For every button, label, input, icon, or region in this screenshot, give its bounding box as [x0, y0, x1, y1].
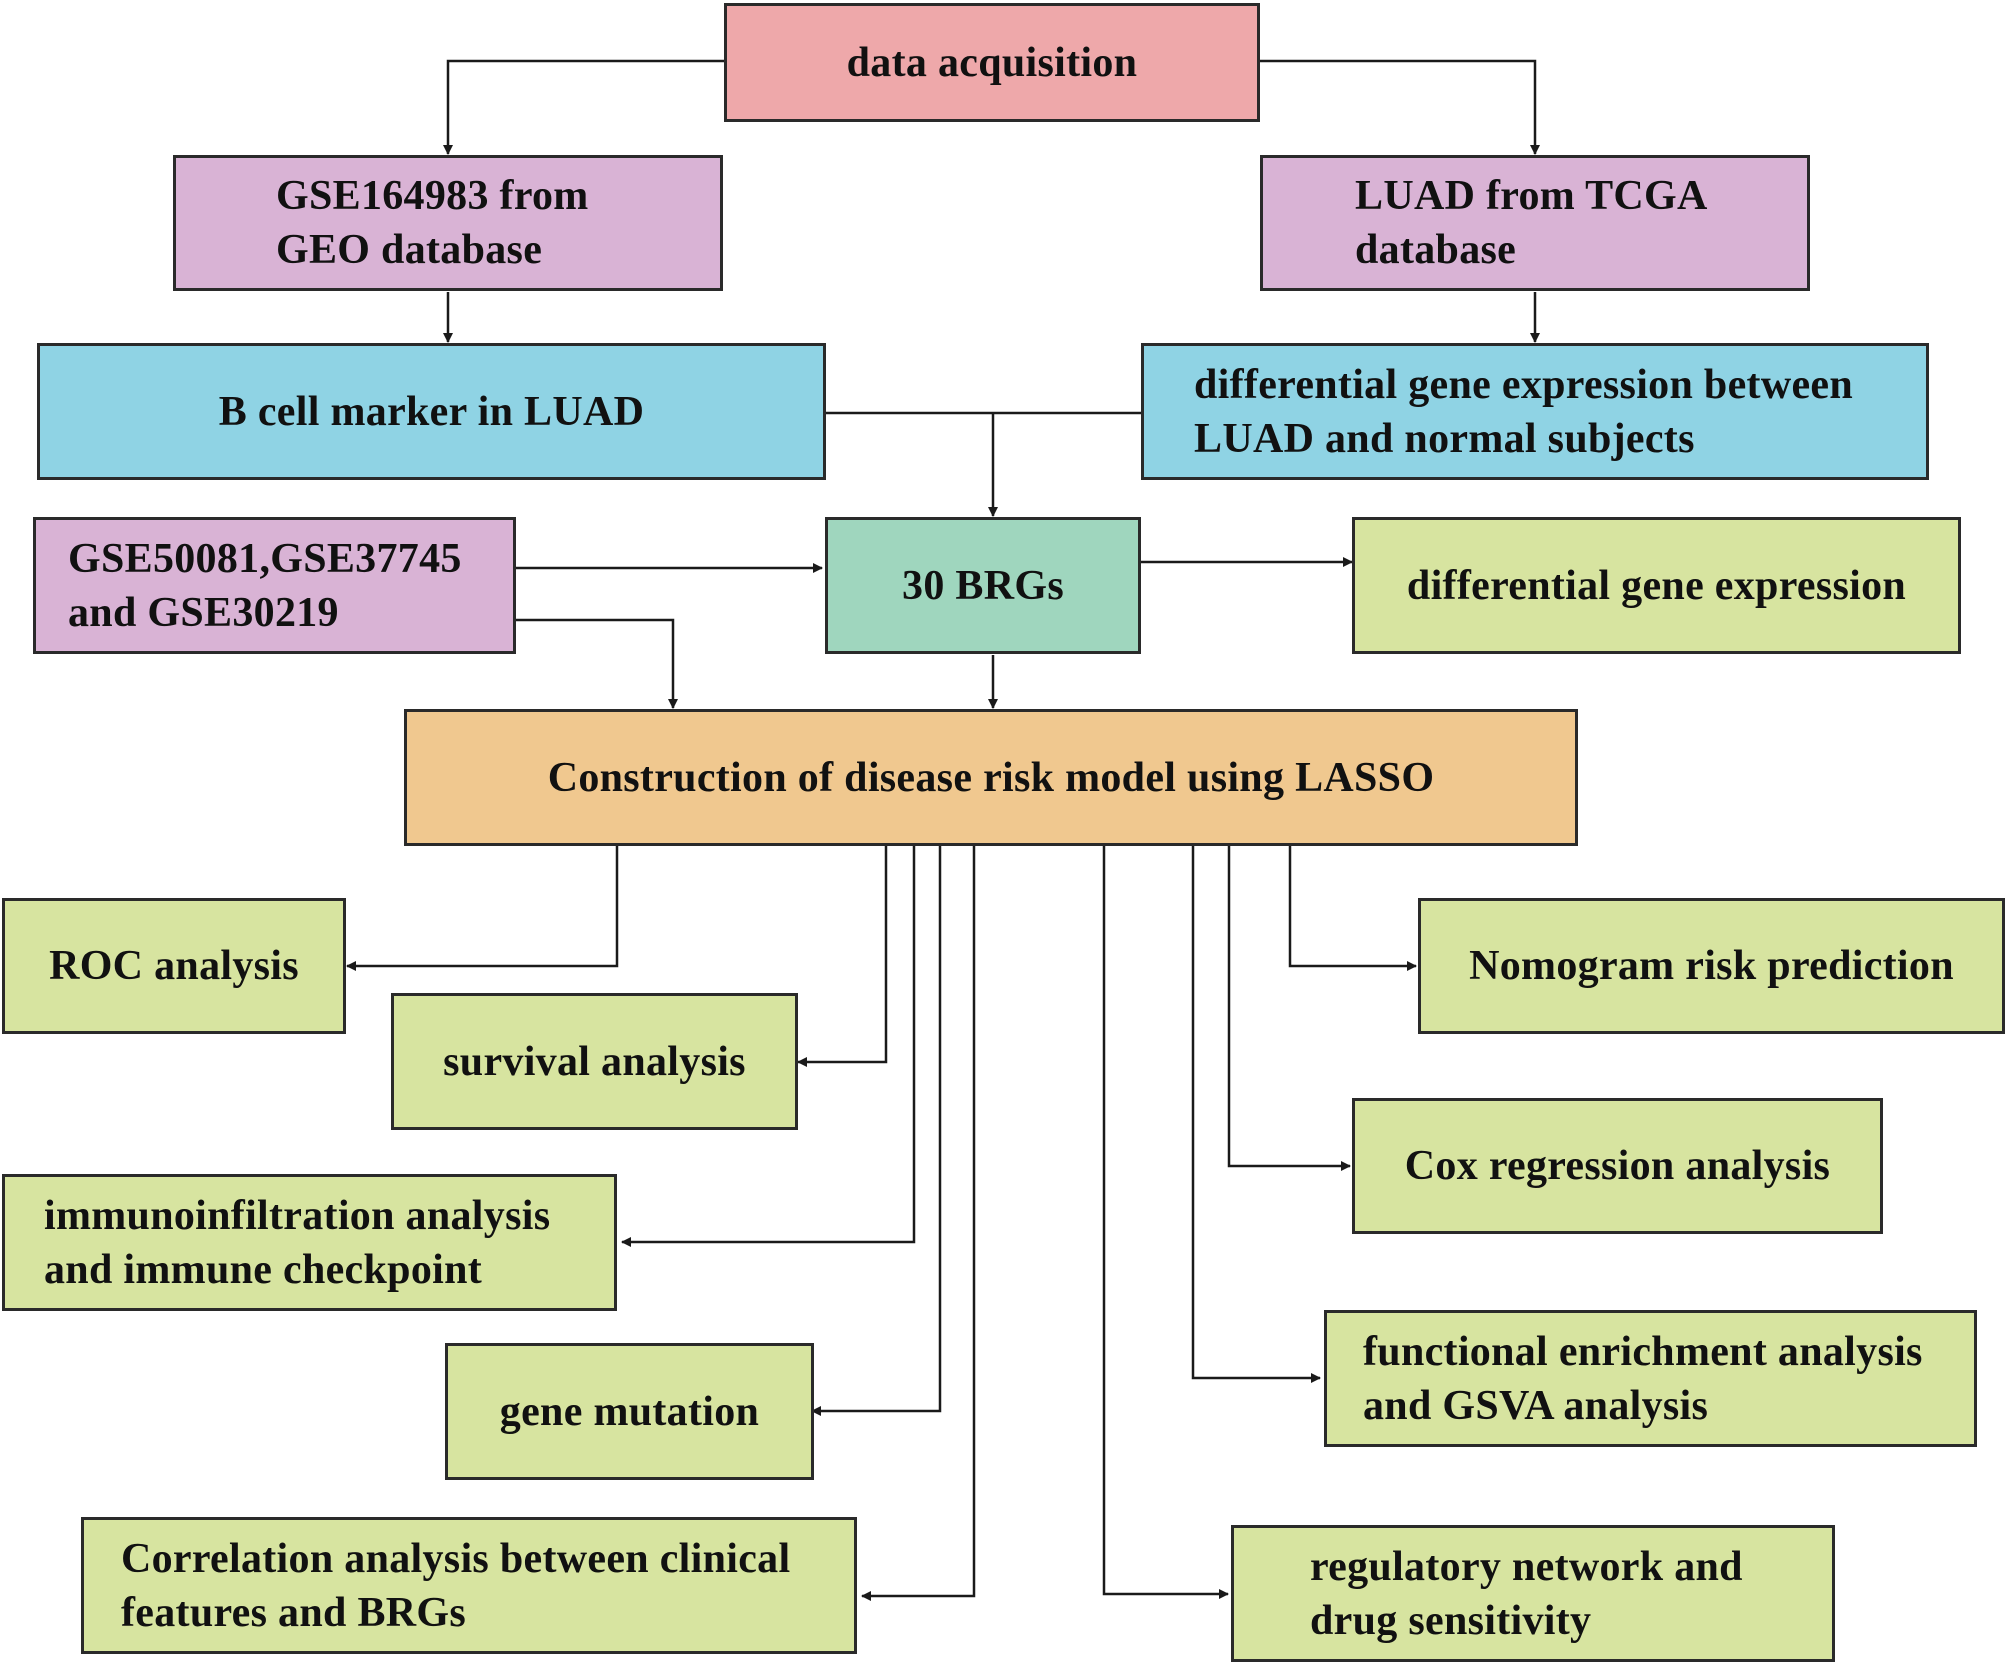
cox-regression-node: Cox regression analysis — [1352, 1098, 1883, 1234]
differential-expression-label: differential gene expression — [1406, 562, 1907, 609]
survival-analysis-label: survival analysis — [443, 1038, 746, 1085]
arrow-lasso-to-nomogram — [1288, 845, 1417, 971]
roc-analysis-label: ROC analysis — [49, 943, 299, 989]
regulatory-network-label: regulatory network and drug sensitivity — [1310, 1543, 1743, 1644]
arrow-lasso-to-survival — [797, 845, 888, 1067]
arrow-lasso-to-enrichment — [1191, 845, 1321, 1383]
b-cell-marker-node: B cell marker in LUAD — [37, 343, 826, 480]
lasso-model-node: Construction of disease risk model using… — [404, 709, 1578, 846]
arrow-lasso-to-cox — [1227, 845, 1351, 1171]
arrow-lasso-to-mutation — [811, 845, 942, 1416]
arrow-validation-to-lasso — [516, 618, 678, 709]
tcga-dataset-node: LUAD from TCGA database — [1260, 155, 1810, 291]
arrow-lasso-to-regulatory — [1102, 845, 1229, 1599]
cox-regression-label: Cox regression analysis — [1404, 1143, 1831, 1189]
validation-datasets-node: GSE50081,GSE37745 and GSE30219 — [33, 517, 516, 654]
gene-mutation-node: gene mutation — [445, 1343, 814, 1480]
arrow-lasso-to-roc — [346, 845, 619, 971]
tcga-dataset-label: LUAD from TCGA database — [1355, 173, 1708, 273]
arrow-acquisition-to-geo — [443, 59, 724, 155]
roc-analysis-node: ROC analysis — [2, 898, 346, 1034]
immunoinfiltration-node: immunoinfiltration analysis and immune c… — [2, 1174, 617, 1311]
functional-enrichment-node: functional enrichment analysis and GSVA … — [1324, 1310, 1977, 1447]
survival-analysis-node: survival analysis — [391, 993, 798, 1130]
b-cell-marker-label: B cell marker in LUAD — [218, 388, 645, 435]
lasso-model-label: Construction of disease risk model using… — [547, 754, 1435, 801]
data-acquisition-label: data acquisition — [846, 39, 1138, 86]
dge-between-node: differential gene expression between LUA… — [1141, 343, 1929, 480]
clinical-correlation-label: Correlation analysis between clinical fe… — [121, 1535, 791, 1636]
nomogram-node: Nomogram risk prediction — [1418, 898, 2005, 1034]
validation-datasets-label: GSE50081,GSE37745 and GSE30219 — [68, 535, 462, 636]
dge-between-label: differential gene expression between LUA… — [1194, 361, 1853, 462]
brgs-node: 30 BRGs — [825, 517, 1141, 654]
arrow-lasso-to-immuno — [621, 845, 916, 1247]
immunoinfiltration-label: immunoinfiltration analysis and immune c… — [44, 1192, 551, 1293]
arrow-acquisition-to-tcga — [1260, 59, 1540, 155]
data-acquisition-node: data acquisition — [724, 3, 1260, 122]
geo-dataset-label: GSE164983 from GEO database — [276, 173, 589, 273]
functional-enrichment-label: functional enrichment analysis and GSVA … — [1363, 1328, 1923, 1429]
nomogram-label: Nomogram risk prediction — [1469, 943, 1954, 989]
geo-dataset-node: GSE164983 from GEO database — [173, 155, 723, 291]
brgs-label: 30 BRGs — [902, 562, 1064, 609]
clinical-correlation-node: Correlation analysis between clinical fe… — [81, 1517, 857, 1654]
gene-mutation-label: gene mutation — [499, 1388, 760, 1435]
arrow-lasso-to-correlation — [861, 845, 976, 1601]
regulatory-network-node: regulatory network and drug sensitivity — [1231, 1525, 1835, 1662]
differential-expression-node: differential gene expression — [1352, 517, 1961, 654]
